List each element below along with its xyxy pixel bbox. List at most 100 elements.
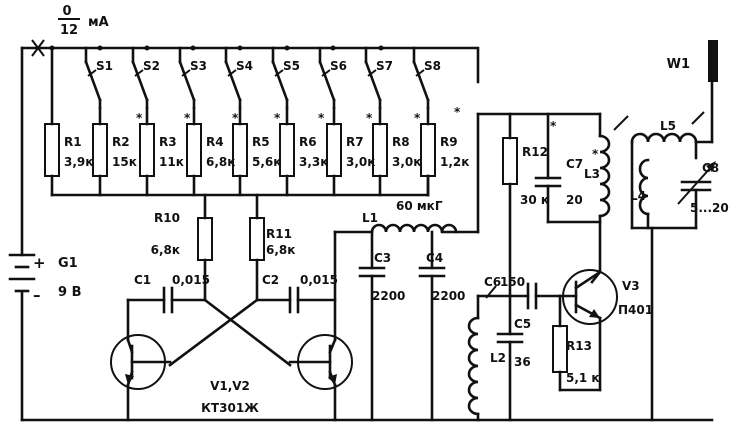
c8-name: C8 — [702, 161, 719, 175]
c8-value: 5...20 — [690, 201, 729, 215]
meter-bottom: 12 — [60, 23, 78, 38]
resistor-bank-bus — [50, 46, 430, 197]
resistor-body — [372, 123, 388, 177]
l1-value: 60 мкГ — [396, 199, 443, 213]
resistor-body — [232, 123, 248, 177]
switch-s6: S6 — [284, 45, 347, 110]
c2-name: C2 — [262, 273, 279, 287]
battery-plus: + — [33, 254, 46, 272]
r13-body — [552, 325, 568, 373]
resistor-body — [44, 123, 60, 177]
meter-unit: мА — [88, 15, 109, 30]
resistor-name: R8 — [392, 135, 410, 149]
c3-value: 2200 — [372, 289, 405, 303]
oscillator-labels: R12 30 к C7 20 L3 C6 150 C5 36 L2 R13 5,… — [484, 119, 729, 385]
c1-name: C1 — [134, 273, 151, 287]
switch-label: S3 — [190, 59, 207, 73]
c7-name: C7 — [566, 157, 583, 171]
switch-s8: S8 — [378, 45, 441, 110]
l1-name: L1 — [362, 211, 378, 225]
svg-text:*: * — [414, 111, 421, 125]
r12-value: 30 к — [520, 193, 549, 207]
resistor-body — [186, 123, 202, 177]
v3-name: V3 — [622, 279, 640, 293]
resistor-name: R1 — [64, 135, 82, 149]
r13-name: R13 — [566, 339, 592, 353]
resistor-r7: R7 3,0к — [326, 106, 375, 197]
battery-g1: + – G1 9 В — [8, 253, 81, 304]
c6-value: 150 — [500, 275, 525, 289]
meter-label: 0 12 мА — [58, 4, 109, 38]
resistor-body — [92, 123, 108, 177]
svg-text:*: * — [136, 111, 143, 125]
switch-s7: S7 — [330, 45, 393, 110]
resistor-body — [139, 123, 155, 177]
battery-name: G1 — [58, 256, 78, 271]
switch-label: S7 — [376, 59, 393, 73]
resistor-value: 11к — [159, 155, 184, 169]
meter-top: 0 — [62, 4, 71, 19]
svg-text:*: * — [318, 111, 325, 125]
svg-text:*: * — [550, 119, 557, 133]
svg-text:*: * — [232, 111, 239, 125]
switch-s1: S1 — [49, 45, 113, 110]
multivibrator-wiring — [126, 193, 374, 422]
c4-value: 2200 — [432, 289, 465, 303]
battery-value: 9 В — [58, 285, 81, 300]
transistor-v1 — [110, 334, 172, 390]
switch-label: S8 — [424, 59, 441, 73]
transistors-names: V1,V2 — [210, 379, 250, 393]
resistor-value: 6,8к — [206, 155, 235, 169]
c1-value: 0,015 — [172, 273, 210, 287]
switch-s3: S3 — [144, 45, 207, 110]
switch-s4: S4 — [190, 45, 253, 110]
tuning-marks — [485, 111, 705, 299]
resistor-value: 3,3к — [299, 155, 328, 169]
resistor-name: R5 — [252, 135, 270, 149]
lc-filter: L1 60 мкГ C3 2200 C4 2200 — [358, 112, 602, 422]
multivibrator-labels: R10 6,8к R11 6,8к C1 0,015 C2 0,015 V1,V… — [134, 211, 338, 415]
resistor-value: 3,9к — [64, 155, 93, 169]
resistor-value: 3,0к — [392, 155, 421, 169]
switch-label: S6 — [330, 59, 347, 73]
w1-name: W1 — [667, 57, 690, 72]
v3-type: П401 — [618, 303, 653, 317]
switch-s2: S2 — [97, 45, 160, 110]
c3-name: C3 — [374, 251, 391, 265]
transistor-v2 — [288, 334, 353, 390]
l4-name: L4 — [630, 189, 646, 203]
c5-value: 36 — [514, 355, 531, 369]
transistors-type: КТ301Ж — [201, 401, 259, 415]
r10-value: 6,8к — [151, 243, 180, 257]
r11-value: 6,8к — [266, 243, 295, 257]
resistor-name: R3 — [159, 135, 177, 149]
resistor-name: R2 — [112, 135, 130, 149]
switch-label: S2 — [143, 59, 160, 73]
resistor-name: R6 — [299, 135, 317, 149]
resistor-body — [279, 123, 295, 177]
svg-text:*: * — [454, 105, 461, 119]
switch-label: S1 — [96, 59, 113, 73]
antenna-w1: W1 — [667, 40, 718, 82]
svg-text:*: * — [274, 111, 281, 125]
battery-minus: – — [33, 286, 41, 304]
c5-name: C5 — [514, 317, 531, 331]
svg-text:*: * — [184, 111, 191, 125]
r11-body — [249, 217, 265, 261]
resistor-body — [420, 123, 436, 177]
resistor-value: 3,0к — [346, 155, 375, 169]
r11-name: R11 — [266, 227, 292, 241]
r12-name: R12 — [522, 145, 548, 159]
asterisk-marks: * * * * * * * * * * — [136, 105, 599, 161]
switch-label: S5 — [283, 59, 300, 73]
resistor-name: R7 — [346, 135, 364, 149]
resistor-value: 15к — [112, 155, 137, 169]
switch-label: S4 — [236, 59, 253, 73]
c4-name: C4 — [426, 251, 443, 265]
supply-wiring — [20, 39, 714, 422]
r13-value: 5,1 к — [566, 371, 600, 385]
resistor-bank: R13,9кR215кR311кR46,8кR55,6кR63,3кR73,0к… — [44, 106, 469, 197]
r10-body — [197, 217, 213, 261]
